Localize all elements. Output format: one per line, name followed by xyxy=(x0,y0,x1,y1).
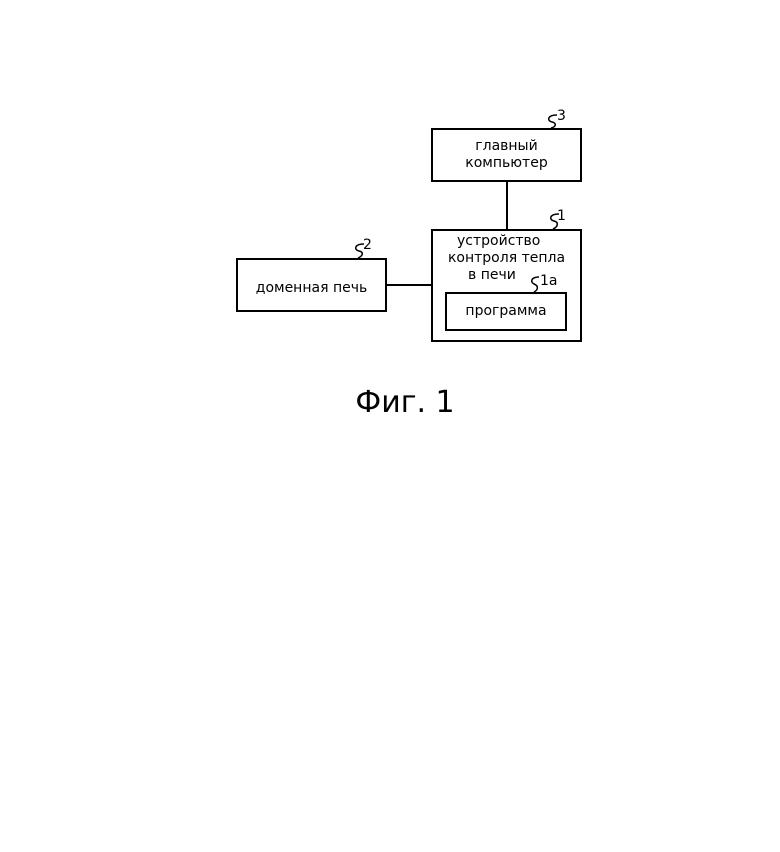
control-device-ref: 1 xyxy=(557,209,566,223)
main-computer-label-line-1: главный xyxy=(431,138,582,155)
edge-blast-furnace-to-control-device xyxy=(385,284,433,286)
blast-furnace-label: доменная печь xyxy=(236,280,387,297)
figure-caption: Фиг. 1 xyxy=(0,386,780,420)
main-computer-ref: 3 xyxy=(557,109,566,123)
blast-furnace-ref: 2 xyxy=(363,238,372,252)
main-computer-label-line-2: компьютер xyxy=(431,155,582,172)
program-label: программа xyxy=(445,303,567,320)
program-ref: 1a xyxy=(540,274,558,288)
control-device-label-line-2: контроля тепла xyxy=(431,250,582,267)
control-device-label-line-1: устройство xyxy=(431,233,582,250)
edge-main-computer-to-control-device xyxy=(506,181,508,231)
control-device-label: устройство контроля тепла в печи xyxy=(431,233,582,284)
main-computer-label: главный компьютер xyxy=(431,138,582,172)
control-device-label-line-3: в печи xyxy=(431,267,582,284)
